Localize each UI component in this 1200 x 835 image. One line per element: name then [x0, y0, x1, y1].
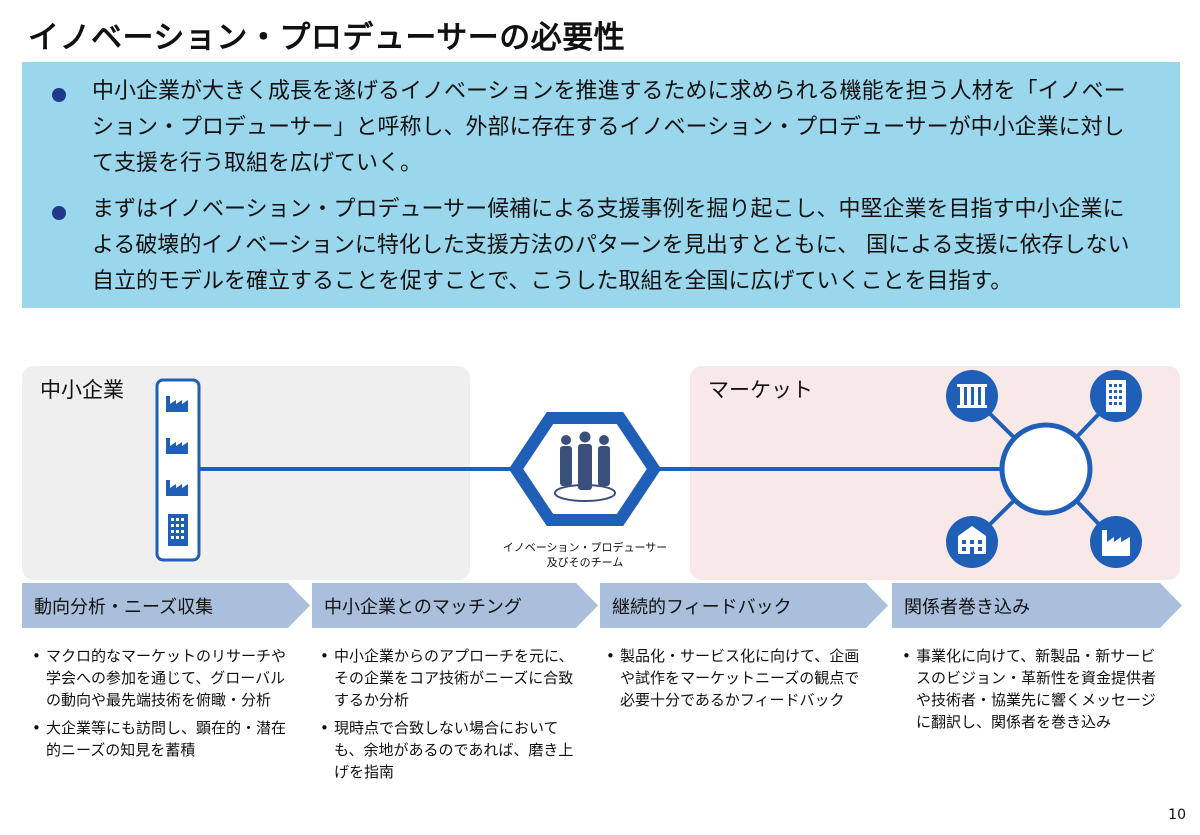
market-label: マーケット: [708, 378, 813, 402]
page-number: 10: [1168, 807, 1186, 823]
step-label: 中小企業とのマッチング: [324, 597, 522, 618]
page-title: イノベーション・プロデューサーの必要性: [28, 20, 626, 56]
school-icon: [946, 516, 998, 568]
list-item: マクロ的なマーケットのリサーチや学会への参加を通じて、グローバルの動向や最先端技…: [32, 645, 297, 711]
list-item: 事業化に向けて、新製品・新サービスのビジョン・革新性を資金提供者や技術者・協業先…: [902, 645, 1164, 733]
list-item: 大企業等にも訪問し、顕在的・潜在的ニーズの知見を蓄積: [32, 717, 297, 761]
summary-box: 中小企業が大きく成長を遂げるイノベーションを推進するために求められる機能を担う人…: [22, 62, 1180, 308]
step-description: 中小企業からのアプローチを元に、その企業をコア技術がニーズに合致するか分析 現時…: [320, 645, 585, 789]
factory-icon: [1090, 516, 1142, 568]
step-chevron: 関係者巻き込み: [892, 583, 1182, 628]
sme-panel: 中小企業: [22, 366, 470, 580]
caption-line: イノベーション・プロデューサー: [502, 541, 668, 554]
factory-icon: [166, 480, 188, 496]
step-chevron: 継続的フィードバック: [600, 583, 888, 628]
producer-hexagon: [508, 412, 662, 526]
bullet-dot: [52, 206, 66, 220]
sme-label: 中小企業: [40, 378, 124, 402]
market-network: [946, 370, 1142, 568]
bullet-dot: [52, 88, 66, 102]
step-description: 事業化に向けて、新製品・新サービスのビジョン・革新性を資金提供者や技術者・協業先…: [902, 645, 1164, 739]
building-icon: [168, 514, 188, 546]
team-icon: [554, 431, 616, 502]
building-icon: [1090, 370, 1142, 422]
step-description: マクロ的なマーケットのリサーチや学会への参加を通じて、グローバルの動向や最先端技…: [32, 645, 297, 767]
summary-text: まずはイノベーション・プロデューサー候補による支援事例を掘り起こし、中堅企業を目…: [92, 197, 1130, 294]
sme-building: [155, 378, 201, 562]
factory-icon: [166, 396, 188, 412]
step-description: 製品化・サービス化に向けて、企画や試作をマーケットニーズの観点で必要十分であるか…: [606, 645, 874, 717]
summary-bullet: 中小企業が大きく成長を遂げるイノベーションを推進するために求められる機能を担う人…: [52, 74, 1132, 182]
step-label: 関係者巻き込み: [904, 597, 1030, 618]
market-hub: [999, 422, 1093, 516]
list-item: 現時点で合致しない場合においても、余地があるのであれば、磨き上げを指南: [320, 717, 585, 783]
summary-bullet: まずはイノベーション・プロデューサー候補による支援事例を掘り起こし、中堅企業を目…: [52, 192, 1132, 300]
hexagon-caption: イノベーション・プロデューサー 及びそのチーム: [480, 540, 690, 570]
caption-line: 及びそのチーム: [546, 556, 624, 569]
list-item: 製品化・サービス化に向けて、企画や試作をマーケットニーズの観点で必要十分であるか…: [606, 645, 874, 711]
factory-icon: [166, 438, 188, 454]
laboratory-icon: [946, 370, 998, 422]
step-chevron: 中小企業とのマッチング: [312, 583, 598, 628]
step-label: 動向分析・ニーズ収集: [34, 597, 214, 618]
step-chevron: 動向分析・ニーズ収集: [22, 583, 310, 628]
summary-text: 中小企業が大きく成長を遂げるイノベーションを推進するために求められる機能を担う人…: [92, 79, 1126, 176]
step-label: 継続的フィードバック: [612, 597, 792, 618]
list-item: 中小企業からのアプローチを元に、その企業をコア技術がニーズに合致するか分析: [320, 645, 585, 711]
